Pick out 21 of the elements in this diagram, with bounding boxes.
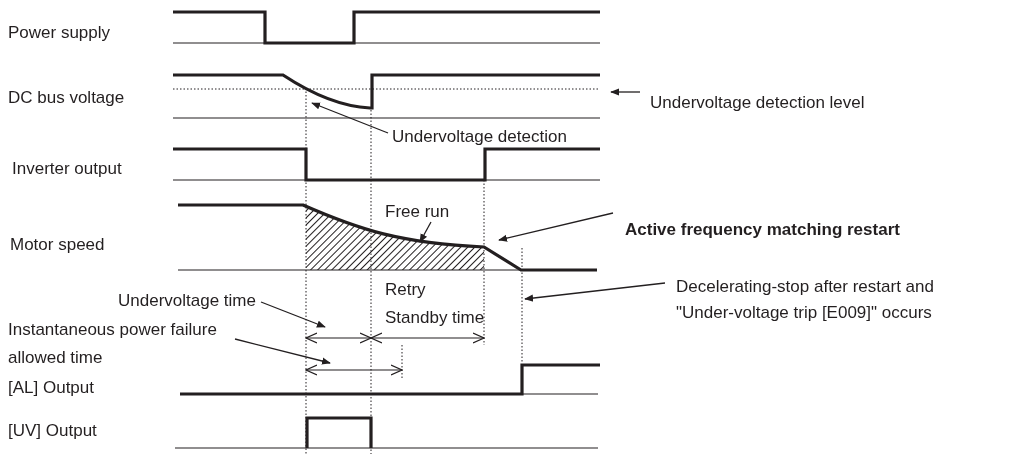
leader-arrow (524, 282, 666, 302)
annotation-text: Undervoltage detection level (650, 90, 865, 116)
leader-arrow (419, 221, 432, 243)
signal-name: [UV] Output (8, 420, 97, 442)
annotation-text: Instantaneous power failure allowed time (8, 316, 234, 372)
signal-name: Motor speed (10, 234, 105, 256)
signal-name: DC bus voltage (8, 87, 125, 109)
leader-arrow (311, 102, 389, 134)
leader-arrow (610, 88, 641, 96)
annotation-text: Free run (385, 199, 450, 225)
time-label: Retry Standby time (385, 279, 485, 329)
signal-name: Power supply (8, 22, 111, 44)
leader-arrow (260, 301, 326, 328)
leader-arrow (234, 338, 331, 365)
signal-name: Inverter output (12, 158, 122, 180)
annotation-text: Undervoltage time (118, 288, 260, 314)
leader-arrow (498, 212, 614, 242)
signal-name: [AL] Output (8, 377, 94, 399)
annotation-text: Undervoltage detection (392, 124, 567, 150)
annotation-text: Decelerating-stop after restart and "Under-voltage trip [E009]" occurs (676, 274, 986, 326)
annotation-text: Active frequency matching restart (625, 217, 900, 243)
